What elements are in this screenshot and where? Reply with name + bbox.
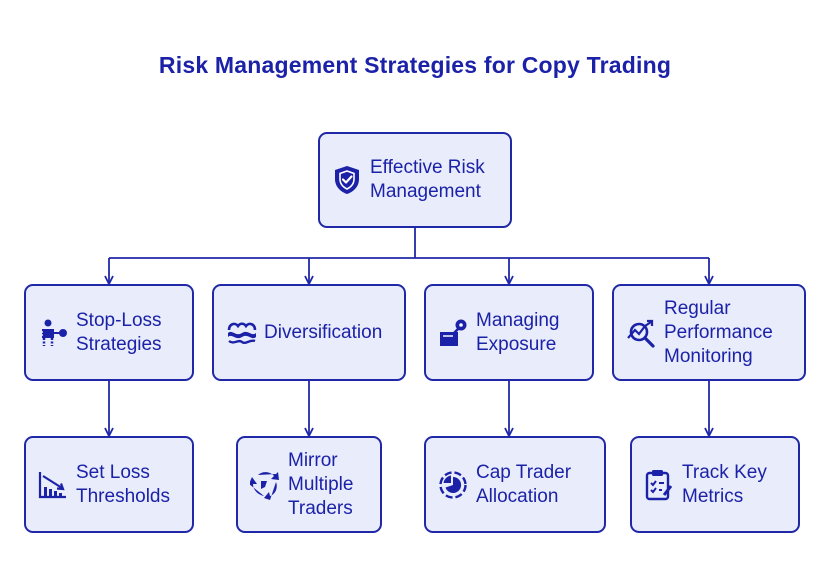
pin-box-icon [438, 318, 468, 348]
node-managing-exposure: Managing Exposure [424, 284, 594, 381]
trend-search-icon [626, 318, 658, 348]
node-label: Set Loss Thresholds [76, 461, 170, 507]
node-diversification: Diversification [212, 284, 406, 381]
node-effective-risk-management: Effective Risk Management [318, 132, 512, 228]
node-label: Diversification [264, 321, 383, 343]
node-stop-loss-strategies: Stop-Loss Strategies [24, 284, 194, 381]
diagram-title: Risk Management Strategies for Copy Trad… [158, 52, 672, 78]
down-chart-icon [38, 470, 68, 500]
node-label: Regular Performance Monitoring [664, 297, 773, 367]
node-label: Mirror Multiple Traders [288, 449, 354, 519]
waves-icon [226, 318, 258, 348]
node-label: Cap Trader Allocation [476, 461, 572, 507]
shield-check-icon [332, 165, 362, 195]
person-stop-icon [38, 318, 68, 348]
node-mirror-multiple-traders: Mirror Multiple Traders [236, 436, 382, 533]
node-regular-performance-monitoring: Regular Performance Monitoring [612, 284, 806, 381]
node-label: Managing Exposure [476, 309, 560, 355]
node-cap-trader-allocation: Cap Trader Allocation [424, 436, 606, 533]
node-track-key-metrics: Track Key Metrics [630, 436, 800, 533]
clipboard-check-icon [644, 469, 674, 501]
node-label: Stop-Loss Strategies [76, 309, 162, 355]
node-set-loss-thresholds: Set Loss Thresholds [24, 436, 194, 533]
pie-target-icon [438, 470, 468, 500]
recycle-icon [250, 470, 280, 500]
node-label: Track Key Metrics [682, 461, 767, 507]
node-label: Effective Risk Management [370, 157, 485, 202]
